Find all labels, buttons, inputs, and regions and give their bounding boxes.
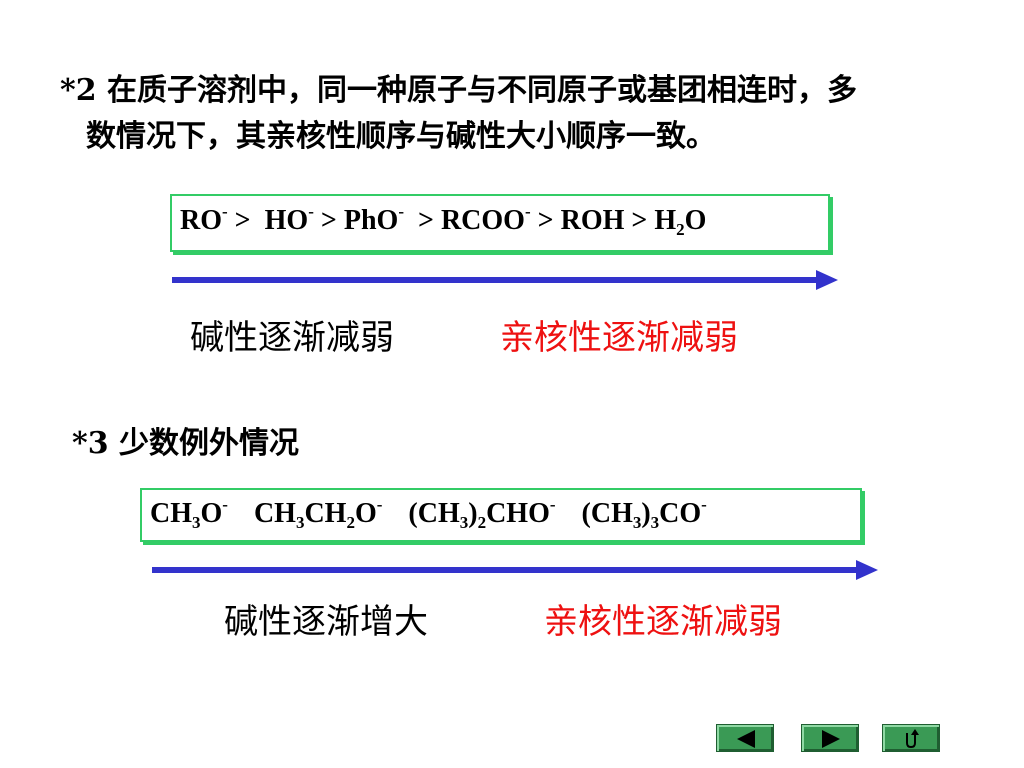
- next-slide-button[interactable]: [801, 724, 859, 752]
- basicity-increasing-label: 碱性逐渐增大: [224, 602, 428, 642]
- formula-ch3-2cho: (CH3)2CHO-: [408, 495, 556, 532]
- nucleophile-order-box: RO- > HO- > PhO- > RCOO- > ROH > H2O: [170, 194, 830, 252]
- formula-ch3-3co: (CH3)3CO-: [581, 495, 707, 532]
- direction-arrow-1: [172, 270, 838, 290]
- triangle-left-icon: [737, 730, 755, 748]
- return-button[interactable]: [882, 724, 940, 752]
- formula-ch3o: CH3O-: [150, 495, 228, 532]
- formula-ro: RO-: [180, 202, 228, 236]
- direction-arrow-2: [152, 560, 878, 580]
- gt-sign: >: [631, 205, 648, 236]
- alkoxide-series-box: CH3O- CH3CH2O- (CH3)2CHO- (CH3)3CO-: [140, 488, 862, 542]
- principle-line-2: 数情况下，其亲核性顺序与碱性大小顺序一致。: [86, 119, 716, 154]
- gt-sign: >: [417, 205, 434, 236]
- formula-pho: PhO-: [343, 202, 404, 236]
- return-arrow-icon: [906, 729, 919, 749]
- gt-sign: >: [320, 205, 337, 236]
- basicity-decreasing-label: 碱性逐渐减弱: [190, 318, 394, 358]
- principle-line-1: *2 在质子溶剂中，同一种原子与不同原子或基团相连时，多: [60, 73, 858, 108]
- triangle-right-icon: [822, 730, 840, 748]
- gt-sign: >: [537, 205, 554, 236]
- exceptions-heading: *3 少数例外情况: [72, 426, 300, 461]
- gt-sign: >: [234, 205, 251, 236]
- formula-rcoo: RCOO-: [440, 202, 531, 236]
- formula-ch3ch2o: CH3CH2O-: [253, 495, 383, 532]
- principle-paragraph: *2 在质子溶剂中，同一种原子与不同原子或基团相连时，多 数情况下，其亲核性顺序…: [60, 68, 980, 160]
- nucleophilicity-decreasing-label-2: 亲核性逐渐减弱: [544, 602, 782, 642]
- formula-roh: ROH: [560, 205, 625, 236]
- formula-ho: HO-: [264, 202, 314, 236]
- formula-h2o: H2O: [654, 205, 707, 239]
- previous-slide-button[interactable]: [716, 724, 774, 752]
- nucleophilicity-decreasing-label: 亲核性逐渐减弱: [500, 318, 738, 358]
